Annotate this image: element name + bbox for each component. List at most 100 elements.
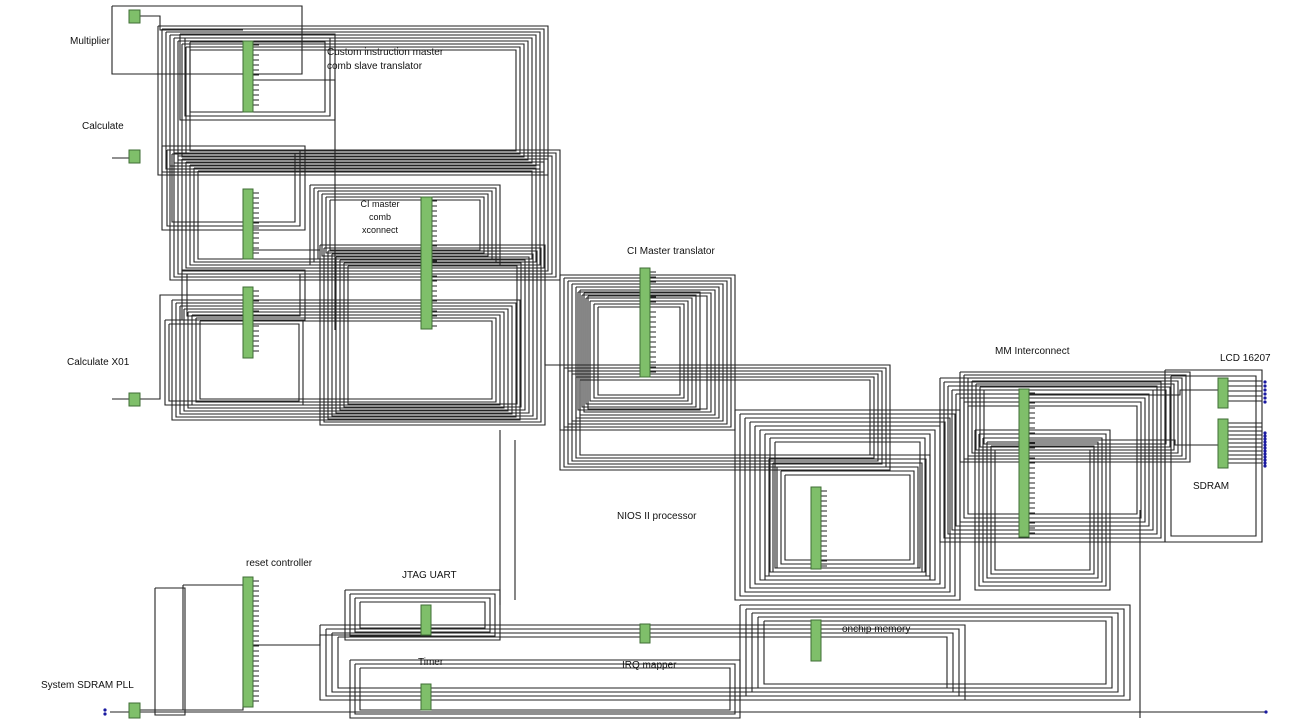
ci-master-wire: [581, 294, 697, 408]
calculate-translator-block[interactable]: [242, 188, 254, 260]
nios-bus-wire: [744, 417, 951, 593]
reset-controller-block[interactable]: [242, 576, 254, 708]
nios-bus-wire: [734, 409, 961, 601]
jtag-wire: [349, 593, 496, 637]
sdram-wire: [1029, 439, 1218, 446]
external-port-marker[interactable]: [1263, 455, 1267, 459]
multiplier-block[interactable]: [128, 9, 141, 24]
mm-bus-wire: [982, 437, 1103, 583]
sdram-block[interactable]: [1217, 418, 1229, 469]
mm-bus-wire: [951, 389, 1154, 531]
mm-bus-wire: [971, 380, 1179, 454]
timer-label: Timer: [418, 657, 444, 668]
ci-bus-wire: [187, 311, 505, 409]
timer-wire: [354, 663, 736, 715]
irq-mapper-label: IRQ mapper: [622, 660, 677, 671]
calculate-x01-label: Calculate X01: [67, 357, 130, 368]
component-blocks: [128, 9, 1229, 719]
ci-master-comb-xconnect-block[interactable]: [420, 196, 433, 330]
lcd-wire: [1029, 389, 1218, 396]
external-port-marker[interactable]: [1263, 400, 1267, 404]
xconnect-wire: [323, 247, 542, 423]
external-port-marker[interactable]: [1263, 437, 1267, 441]
external-port-marker[interactable]: [1263, 388, 1267, 392]
external-port-marker[interactable]: [1263, 440, 1267, 444]
multiplier-wire: [140, 15, 243, 31]
nios-bus-wire: [739, 413, 956, 597]
sdram-wire: [1164, 369, 1263, 543]
sdram-wire: [1170, 375, 1257, 537]
cpu-bus-wire: [571, 373, 879, 462]
jtag-wire: [344, 589, 501, 641]
calcx01-wire: [140, 294, 243, 400]
calculate-x01-block[interactable]: [128, 392, 141, 407]
calculate-x01-translator-block[interactable]: [242, 286, 254, 359]
nios-bus-wire: [774, 441, 921, 569]
sdram-label: SDRAM: [1193, 481, 1230, 492]
onchip-memory-block[interactable]: [810, 619, 822, 662]
ci-bus-wire: [193, 167, 537, 263]
jtag-uart-block[interactable]: [420, 604, 432, 636]
nios-ii-label: NIOS II processor: [617, 511, 697, 522]
nios-bus-wire: [759, 429, 936, 581]
external-port-marker[interactable]: [1263, 431, 1267, 435]
onchip-wire: [757, 616, 1113, 689]
external-port-marker[interactable]: [1263, 392, 1267, 396]
mm-bus-wire: [994, 449, 1091, 571]
custom-instruction-translator-block[interactable]: [242, 40, 254, 113]
multiplier-label: Multiplier: [70, 36, 111, 47]
external-port-marker[interactable]: [1263, 380, 1267, 384]
mm-interconnect-block[interactable]: [1018, 388, 1030, 538]
ci-bus-wire: [171, 299, 521, 421]
external-port-marker[interactable]: [1263, 449, 1267, 453]
ci-bus-wire: [181, 158, 549, 272]
ci-bus-wire: [173, 37, 533, 164]
onchip-wire: [739, 604, 1131, 701]
external-port-marker[interactable]: [1263, 434, 1267, 438]
xconnect-wire: [317, 190, 493, 260]
calculate-wire: [161, 145, 306, 231]
cpu-bus-wire: [559, 364, 891, 471]
reset-wire: [182, 584, 244, 711]
mm-bus-wire: [986, 441, 1099, 579]
ci-master-wire: [544, 330, 560, 366]
external-port-marker[interactable]: [1263, 458, 1267, 462]
external-port-marker[interactable]: [1263, 384, 1267, 388]
mm-bus-wire: [990, 445, 1095, 575]
xconnect-wire: [343, 262, 522, 408]
irq-mapper-block[interactable]: [639, 623, 651, 644]
external-port-marker[interactable]: [1263, 452, 1267, 456]
calcx01-wire: [168, 323, 300, 402]
nios-ii-processor-block[interactable]: [810, 486, 822, 570]
ci-master-wire: [593, 303, 685, 399]
system-sdram-pll-block[interactable]: [128, 702, 141, 719]
xconnect-wire: [335, 256, 530, 414]
lcd-16207-block[interactable]: [1217, 377, 1229, 409]
external-port-marker[interactable]: [1264, 710, 1268, 714]
mm-bus-wire: [943, 381, 1162, 539]
xconnect-wire: [309, 184, 501, 266]
xconnect-wire: [253, 79, 336, 330]
nios-bus-wire: [754, 425, 941, 585]
external-port-marker[interactable]: [1263, 446, 1267, 450]
external-port-marker[interactable]: [1263, 461, 1267, 465]
external-port-marker[interactable]: [1263, 396, 1267, 400]
external-port-marker[interactable]: [103, 708, 107, 712]
ci-bus-wire: [169, 34, 537, 167]
ci-master-wire: [583, 292, 712, 413]
mm-bus-wire: [947, 385, 1158, 535]
mm-bus-wire: [939, 377, 1166, 543]
onchip-wire: [745, 608, 1125, 697]
timer-block[interactable]: [420, 683, 432, 711]
ci-master-translator-block[interactable]: [639, 267, 651, 378]
external-port-marker[interactable]: [103, 712, 107, 716]
custom-instruction-label-line2: comb slave translator: [327, 61, 423, 72]
ci-bus-wire: [189, 41, 326, 113]
external-port-marker[interactable]: [1263, 464, 1267, 468]
external-port-marker[interactable]: [1263, 443, 1267, 447]
mm-bus-wire: [975, 383, 1175, 451]
reset-wire: [154, 587, 186, 716]
ci-master-comb-label-line1: CI master: [360, 199, 400, 209]
calculate-block[interactable]: [128, 149, 141, 164]
nios-bus-wire: [772, 462, 923, 573]
